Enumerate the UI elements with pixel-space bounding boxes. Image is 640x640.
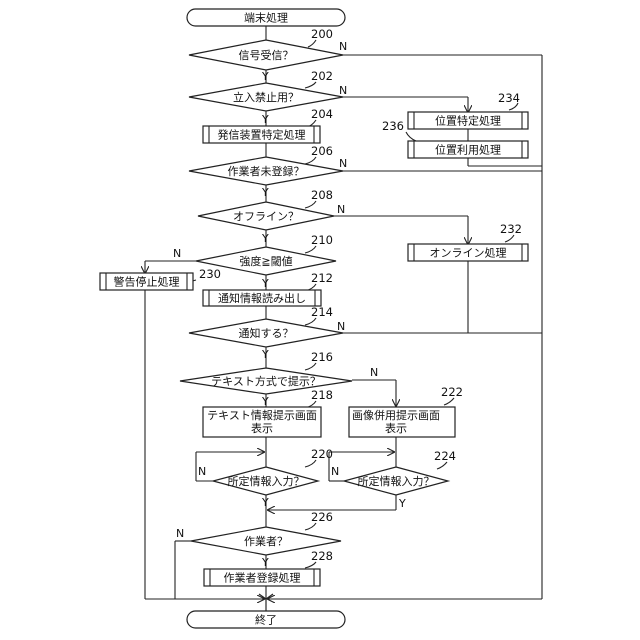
yes-label-224: Y: [398, 497, 406, 510]
process-232: オンライン処理: [408, 244, 528, 261]
ref-236: 236: [382, 119, 404, 133]
decision-220: 所定情報入力？: [213, 467, 318, 495]
decision-224: 所定情報入力？: [344, 467, 448, 495]
process-232-label: オンライン処理: [430, 247, 507, 260]
decision-200: 信号受信？: [189, 40, 343, 70]
no-label-206: N: [339, 157, 347, 170]
terminal-start: 端末処理: [187, 9, 345, 26]
process-218-line2: 表示: [251, 421, 273, 435]
ref-216: 216: [311, 350, 333, 364]
ref-220: 220: [311, 447, 333, 461]
process-222-line2: 表示: [385, 421, 407, 435]
ref-224: 224: [434, 449, 456, 463]
process-230: 警告停止処理: [100, 273, 193, 290]
yes-label-214: Y: [261, 348, 269, 361]
decision-224-label: 所定情報入力？: [358, 474, 435, 488]
process-212-label: 通知情報読み出し: [218, 291, 306, 305]
ref-214: 214: [311, 305, 333, 319]
no-label-220: N: [198, 465, 206, 478]
ref-228: 228: [311, 549, 333, 563]
yes-label-226: Y: [261, 556, 269, 569]
process-230-label: 警告停止処理: [114, 275, 180, 289]
yes-label-210: Y: [261, 277, 269, 290]
ref-212: 212: [311, 271, 333, 285]
yes-label-220: Y: [261, 496, 269, 509]
no-label-214: N: [337, 320, 345, 333]
ref-218: 218: [311, 388, 333, 402]
decision-208-label: オフライン？: [233, 210, 299, 223]
process-236-label: 位置利用処理: [435, 143, 501, 157]
decision-210-label: 強度≧閾値: [239, 254, 292, 268]
process-228: 作業者登録処理: [204, 569, 320, 586]
ref-206: 206: [311, 144, 333, 158]
ref-234: 234: [498, 91, 520, 105]
ref-226: 226: [311, 510, 333, 524]
decision-220-label: 所定情報入力？: [228, 474, 305, 488]
terminal-start-label: 端末処理: [244, 11, 288, 25]
process-222-line1: 画像併用提示画面: [352, 408, 440, 422]
terminal-end-label: 終了: [255, 613, 277, 627]
process-204: 発信装置特定処理: [203, 126, 320, 143]
decision-208: オフライン？: [198, 202, 334, 230]
process-212: 通知情報読み出し: [203, 290, 321, 306]
process-236: 位置利用処理: [408, 141, 528, 158]
yes-label-216: Y: [261, 395, 269, 408]
ref-208: 208: [311, 188, 333, 202]
ref-202: 202: [311, 69, 333, 83]
no-label-208: N: [337, 203, 345, 216]
decision-226-label: 作業者？: [244, 535, 288, 548]
ref-222: 222: [441, 385, 463, 399]
yes-label-208: Y: [261, 232, 269, 245]
ref-210: 210: [311, 233, 333, 247]
decision-200-label: 信号受信？: [239, 49, 294, 62]
ref-232: 232: [500, 222, 522, 236]
decision-206: 作業者未登録？: [189, 157, 343, 185]
terminal-end: 終了: [187, 611, 345, 628]
process-204-label: 発信装置特定処理: [218, 128, 306, 142]
ref-204: 204: [311, 107, 333, 121]
process-218: テキスト情報提示画面 表示: [203, 407, 321, 437]
no-label-202: N: [339, 84, 347, 97]
ref-230: 230: [199, 267, 221, 281]
no-label-216: N: [370, 366, 378, 379]
process-234-label: 位置特定処理: [435, 114, 501, 128]
yes-label-206: Y: [261, 186, 269, 199]
no-label-200: N: [339, 40, 347, 53]
process-228-label: 作業者登録処理: [224, 571, 301, 585]
process-218-line1: テキスト情報提示画面: [207, 409, 317, 422]
decision-206-label: 作業者未登録？: [228, 164, 305, 178]
no-label-226: N: [176, 527, 184, 540]
yes-label-200: Y: [261, 70, 269, 83]
ref-200: 200: [311, 27, 333, 41]
process-222: 画像併用提示画面 表示: [349, 407, 455, 437]
yes-label-202: Y: [261, 113, 269, 126]
no-label-224: N: [331, 465, 339, 478]
process-234: 位置特定処理: [408, 112, 528, 129]
decision-202-label: 立入禁止用？: [233, 90, 299, 104]
decision-214: 通知する？: [189, 319, 343, 347]
decision-216-label: テキスト方式で提示？: [211, 374, 321, 388]
decision-214-label: 通知する？: [239, 326, 294, 340]
no-label-210: N: [173, 247, 181, 260]
